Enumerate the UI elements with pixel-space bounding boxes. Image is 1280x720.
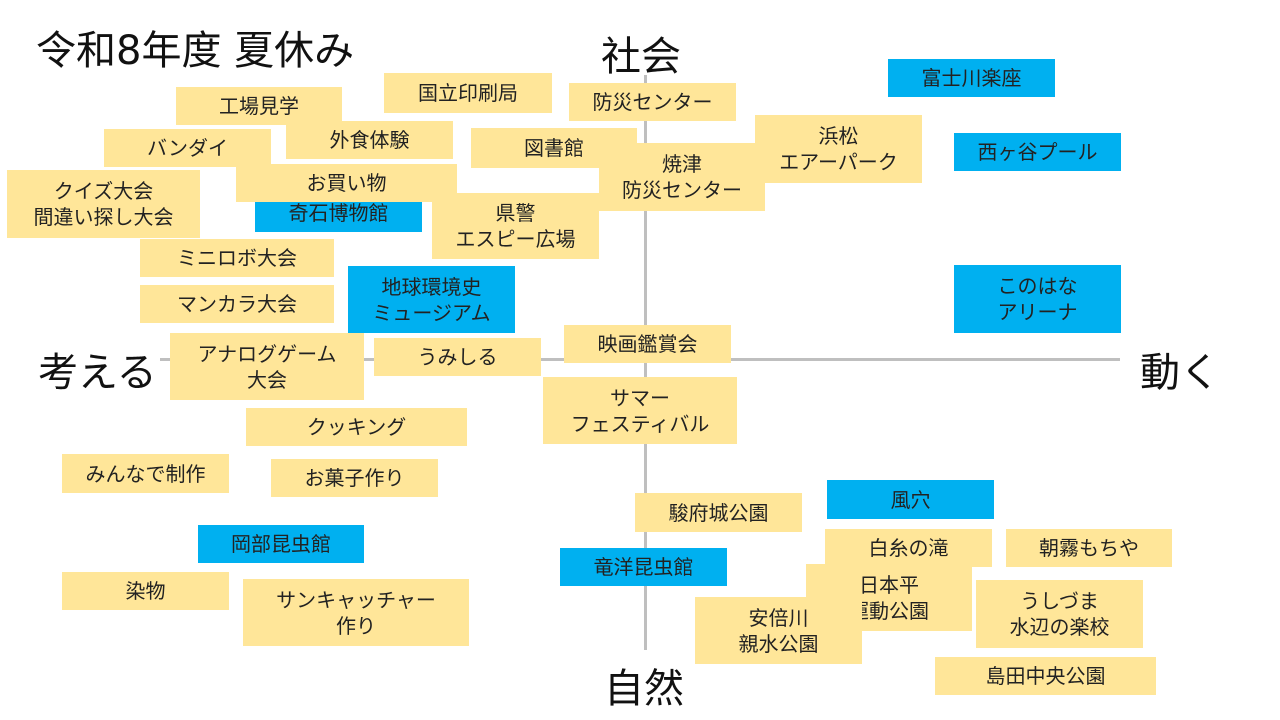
card-label-line1: サンキャッチャー	[276, 587, 436, 612]
card-shiraito-falls: 白糸の滝	[825, 529, 992, 567]
card-group-crafting: みんなで制作	[62, 454, 229, 493]
card-label: 奇石博物館	[288, 201, 389, 225]
card-label: 島田中央公園	[985, 664, 1106, 688]
card-shopping: お買い物	[236, 164, 457, 202]
card-label: 岡部昆虫館	[231, 532, 331, 556]
card-label: 竜洋昆虫館	[593, 555, 694, 579]
card-ryuyo-insect-museum: 竜洋昆虫館	[560, 548, 727, 586]
card-label: 図書館	[524, 136, 584, 160]
card-label-line2: 防災センター	[622, 178, 742, 202]
card-label: うみしる	[417, 345, 498, 369]
card-nishigaya-pool: 西ヶ谷プール	[954, 133, 1121, 171]
card-factory-tour: 工場見学	[176, 87, 342, 125]
card-label: ミニロボ大会	[177, 246, 297, 270]
card-label-line1: クイズ大会	[53, 179, 154, 203]
card-yaizu-disaster-center: 焼津防災センター	[599, 143, 765, 211]
card-label: 白糸の滝	[868, 536, 949, 560]
page-title: 令和8年度 夏休み	[36, 28, 355, 74]
card-label-line1: アナログゲーム	[197, 341, 337, 366]
card-label-line1: このはな	[997, 274, 1078, 298]
card-label-line2: エスピー広場	[455, 227, 576, 251]
card-abekawa-waterside-park: 安倍川親水公園	[695, 597, 862, 664]
card-eating-out: 外食体験	[286, 121, 453, 159]
card-mini-robot-contest: ミニロボ大会	[140, 239, 334, 277]
axis-label-top: 社会	[601, 34, 681, 80]
card-analog-game-contest: アナログゲーム大会	[170, 333, 364, 400]
card-suncatcher-making: サンキャッチャー作り	[243, 579, 469, 646]
axis-label-bottom: 自然	[604, 666, 684, 712]
card-label-line1: 地球環境史	[381, 274, 482, 299]
card-dyeing: 染物	[62, 572, 229, 610]
card-label: 朝霧もちや	[1039, 536, 1139, 560]
card-label-line2: エアーパーク	[779, 150, 898, 174]
card-label: 映画鑑賞会	[597, 332, 698, 356]
card-label-line1: うしづま	[1020, 589, 1099, 613]
card-label-line2: 親水公園	[738, 631, 819, 656]
card-national-printing-bureau: 国立印刷局	[384, 73, 552, 113]
card-label: 国立印刷局	[418, 81, 518, 105]
card-ushizuma-waterside-school: うしづま水辺の楽校	[976, 580, 1143, 648]
card-label-line1: 県警	[495, 201, 536, 225]
card-label: 駿府城公園	[668, 500, 769, 525]
axis-label-left: 考える	[38, 350, 157, 396]
card-label-line2: 間違い探し大会	[33, 205, 174, 229]
card-label-line2: アリーナ	[997, 300, 1078, 324]
card-label-line2: 作り	[336, 613, 376, 638]
card-label-line2: 水辺の楽校	[1009, 615, 1110, 639]
card-disaster-center: 防災センター	[569, 83, 736, 121]
card-wind-cave: 風穴	[827, 480, 994, 519]
card-shimada-central-park: 島田中央公園	[935, 657, 1156, 695]
card-label: 富士川楽座	[921, 66, 1022, 90]
card-label-line2: 運動公園	[849, 598, 929, 623]
card-label: マンカラ大会	[177, 292, 297, 316]
card-label-line2: フェスティバル	[570, 411, 710, 436]
card-label: お菓子作り	[304, 466, 405, 490]
card-label: 西ヶ谷プール	[977, 140, 1098, 164]
axis-label-right: 動く	[1140, 350, 1220, 396]
card-cooking: クッキング	[246, 408, 467, 446]
card-label-line1: サマー	[610, 385, 670, 410]
card-summer-festival: サマーフェスティバル	[543, 377, 737, 444]
card-umishiru: うみしる	[374, 338, 541, 376]
card-sweets-making: お菓子作り	[271, 459, 438, 497]
card-movie-screening: 映画鑑賞会	[564, 325, 731, 363]
card-label-line2: ミュージアム	[372, 300, 491, 325]
card-prefectural-police: 県警エスピー広場	[432, 193, 599, 259]
card-label: みんなで制作	[85, 461, 206, 486]
card-konohana-arena: このはなアリーナ	[954, 265, 1121, 333]
card-label: バンダイ	[147, 136, 228, 160]
card-label: 防災センター	[592, 90, 713, 114]
card-mancala-contest: マンカラ大会	[140, 285, 334, 323]
card-earth-history-museum: 地球環境史ミュージアム	[348, 266, 515, 333]
card-sunpu-castle-park: 駿府城公園	[635, 493, 802, 532]
card-bandai: バンダイ	[104, 129, 271, 167]
card-label: 染物	[125, 579, 166, 603]
card-quiz-contest: クイズ大会間違い探し大会	[7, 170, 200, 238]
card-label: 風穴	[890, 487, 931, 512]
card-label-line1: 焼津	[662, 152, 702, 176]
card-fujikawa-rakuza: 富士川楽座	[888, 59, 1055, 97]
card-label-line1: 日本平	[859, 572, 919, 597]
card-label-line2: 大会	[247, 367, 287, 392]
card-label: 外食体験	[329, 128, 410, 152]
card-label-line1: 浜松	[818, 124, 859, 148]
card-label: 工場見学	[219, 94, 299, 118]
card-hamamatsu-air-park: 浜松エアーパーク	[755, 115, 922, 183]
card-label-line1: 安倍川	[748, 605, 809, 630]
card-label: お買い物	[306, 171, 387, 195]
card-okabe-insect-museum: 岡部昆虫館	[198, 525, 364, 563]
card-asagiri-mochiya: 朝霧もちや	[1006, 529, 1172, 567]
card-label: クッキング	[306, 415, 407, 439]
